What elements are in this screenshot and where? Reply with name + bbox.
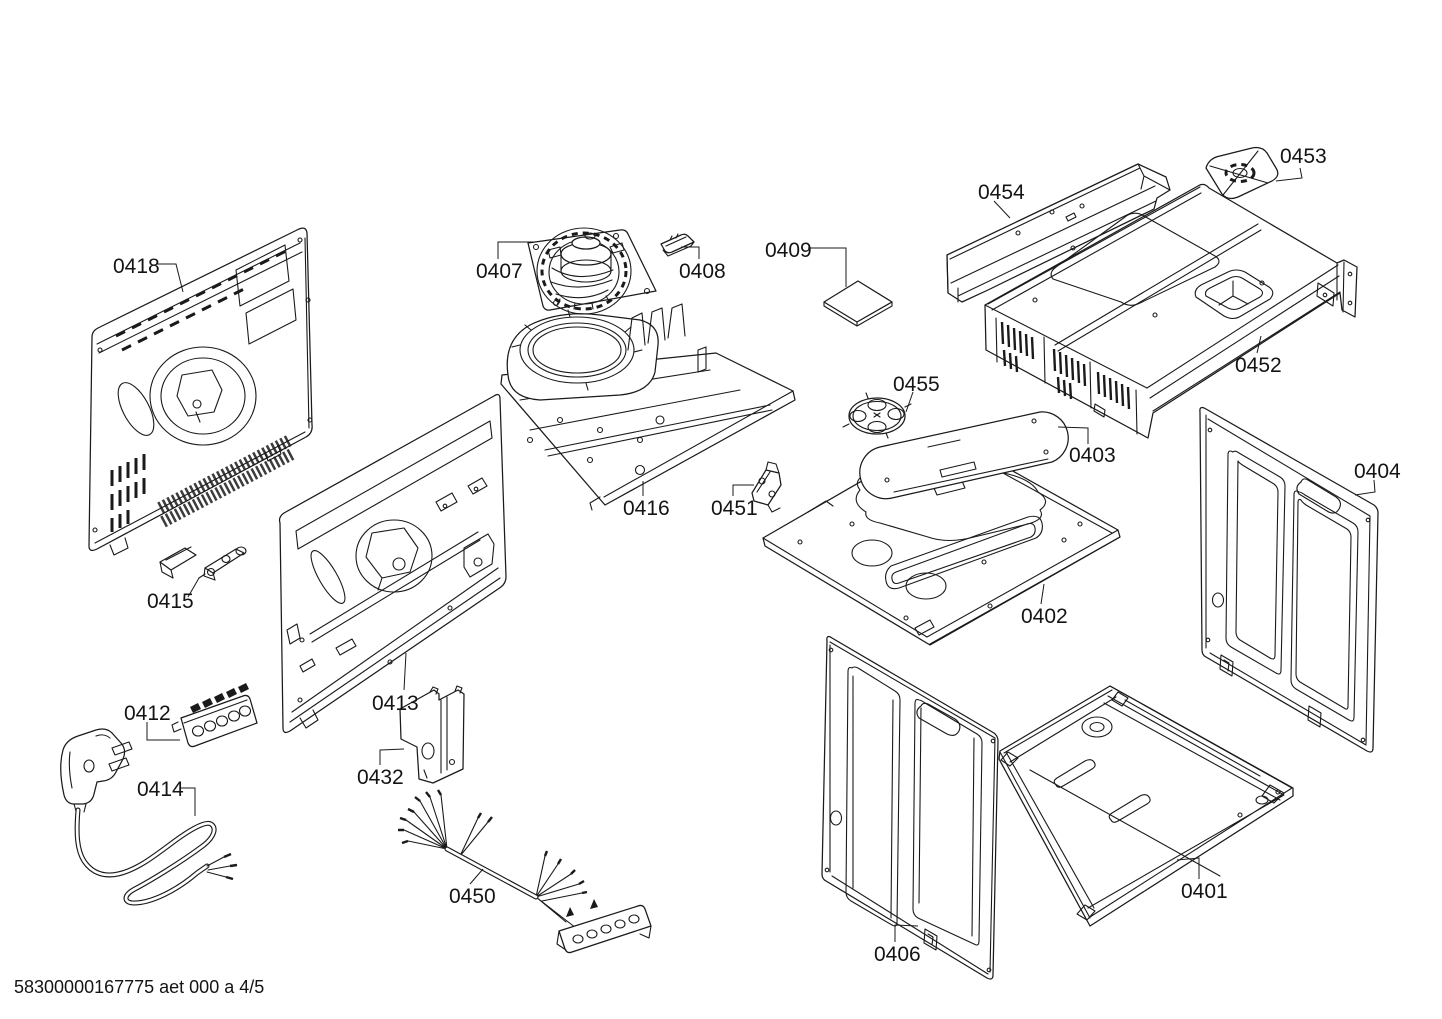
part-leader-0453 xyxy=(1275,167,1303,182)
part-0414-power-cord xyxy=(60,728,238,906)
part-0401-bottom-panel xyxy=(998,685,1294,927)
part-0451-bracket xyxy=(751,461,782,513)
part-0450-wiring-harness xyxy=(398,789,652,954)
part-label-0408: 0408 xyxy=(679,260,726,283)
part-0454-rear-channel xyxy=(946,163,1171,303)
part-leader-0412 xyxy=(146,722,180,741)
part-leader-0415 xyxy=(187,577,200,598)
part-label-0409: 0409 xyxy=(765,239,812,262)
part-label-0450: 0450 xyxy=(449,885,496,908)
part-leader-0451 xyxy=(732,484,754,496)
part-0452-top-cover xyxy=(984,183,1358,439)
part-label-0403: 0403 xyxy=(1069,444,1116,467)
part-label-0432: 0432 xyxy=(357,766,404,789)
part-leader-0452 xyxy=(1256,335,1262,354)
part-0455-gasket xyxy=(842,392,912,439)
part-0412-terminal-block xyxy=(171,683,258,748)
part-leader-0450 xyxy=(469,868,484,885)
part-0407-fan-motor xyxy=(527,227,657,315)
part-0453-bracket xyxy=(1205,146,1279,200)
part-leader-0404 xyxy=(1354,479,1376,496)
part-label-0455: 0455 xyxy=(893,373,940,396)
part-0409-label-sheet xyxy=(823,280,893,327)
part-0404-side-panel-right xyxy=(1199,406,1379,753)
part-leader-0455 xyxy=(905,391,914,413)
part-label-0404: 0404 xyxy=(1354,460,1401,483)
part-0416-upper-frame xyxy=(500,303,796,511)
part-label-0401: 0401 xyxy=(1181,880,1228,903)
part-leader-0406 xyxy=(894,924,919,942)
part-label-0418: 0418 xyxy=(113,255,160,278)
part-0403-air-duct xyxy=(859,411,1069,500)
part-label-0415: 0415 xyxy=(147,590,194,613)
part-label-0407: 0407 xyxy=(476,260,523,283)
part-0406-side-panel-left xyxy=(821,635,999,980)
part-0408-clip xyxy=(660,233,695,257)
part-label-0452: 0452 xyxy=(1235,354,1282,377)
part-leader-0403 xyxy=(1057,426,1089,444)
part-label-0412: 0412 xyxy=(124,702,171,725)
part-leader-0407 xyxy=(497,241,536,259)
part-leader-0401 xyxy=(1176,857,1200,879)
part-0413-chassis-panel xyxy=(278,393,507,734)
part-0432-bracket-plate xyxy=(399,685,465,784)
part-leader-0409 xyxy=(808,247,847,287)
part-label-0454: 0454 xyxy=(978,181,1025,204)
part-0418-back-panel xyxy=(88,227,313,556)
part-leader-0454 xyxy=(993,200,1011,219)
part-leader-0413 xyxy=(403,652,407,691)
part-leader-0402 xyxy=(1040,583,1045,605)
part-label-0402: 0402 xyxy=(1021,605,1068,628)
part-label-0453: 0453 xyxy=(1280,145,1327,168)
part-leader-0408 xyxy=(681,246,700,259)
part-labels-layer: 0418 0407 0408 0409 0454 0453 0452 0455 0403 0402… xyxy=(113,145,1401,966)
part-label-0406: 0406 xyxy=(874,943,921,966)
document-footer: 58300000167775 aet 000 a 4/5 xyxy=(14,977,265,997)
part-leader-0418 xyxy=(156,263,184,293)
part-0415-latch xyxy=(159,546,247,581)
part-label-0416: 0416 xyxy=(623,497,670,520)
part-leader-0432 xyxy=(379,748,405,765)
part-leader-0414 xyxy=(181,787,196,816)
part-label-0413: 0413 xyxy=(372,692,419,715)
part-label-0451: 0451 xyxy=(711,497,758,520)
part-label-0414: 0414 xyxy=(137,778,184,801)
